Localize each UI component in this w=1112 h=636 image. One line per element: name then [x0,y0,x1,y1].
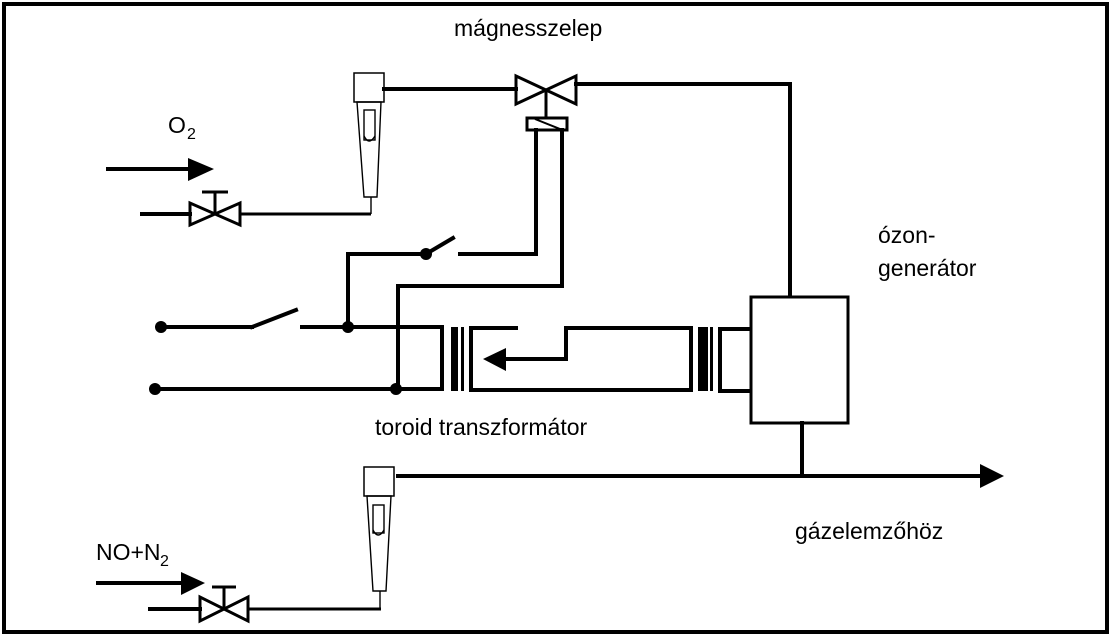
o2-flowmeter-icon[interactable] [353,72,385,214]
svg-text:2: 2 [160,553,169,570]
main-switch[interactable] [249,307,299,330]
label-to-gas-analyzer: gázelemzőhöz [795,518,943,544]
svg-text:2: 2 [187,126,196,143]
label-solenoid-valve: mágnesszelep [454,15,602,41]
toroid-transformer-1-icon [451,327,464,391]
solenoid-valve-icon[interactable] [514,73,578,132]
solenoid-switch[interactable] [346,235,456,260]
ozone-generator-box[interactable] [749,295,850,425]
junction-dot-2 [390,383,402,395]
no-n2-flow-arrow [96,572,205,595]
label-o2-inlet: O 2 [168,112,196,143]
no-n2-flowmeter-icon[interactable] [363,466,395,609]
label-no-n2-inlet: NO+N 2 [96,539,169,570]
o2-needle-valve[interactable] [188,190,242,228]
o2-flow-arrow [106,158,214,181]
svg-text:O: O [168,112,186,138]
svg-text:NO+N: NO+N [96,539,161,565]
label-ozone-generator-1: ózon- [878,222,936,248]
transformer-secondary-loop [469,326,693,392]
no-n2-needle-valve[interactable] [198,585,250,624]
toroid-transformer-2-icon [698,327,713,391]
generator-input-loop [718,327,753,393]
outflow-arrow-to-analyzer [396,464,1004,488]
junction-dot-1 [342,321,354,333]
label-toroid-transformer: toroid transzformátor [375,414,588,440]
solenoid-wire-1 [458,128,538,256]
solenoid-wire-2 [396,128,564,390]
label-ozone-generator-2: generátor [878,255,977,281]
